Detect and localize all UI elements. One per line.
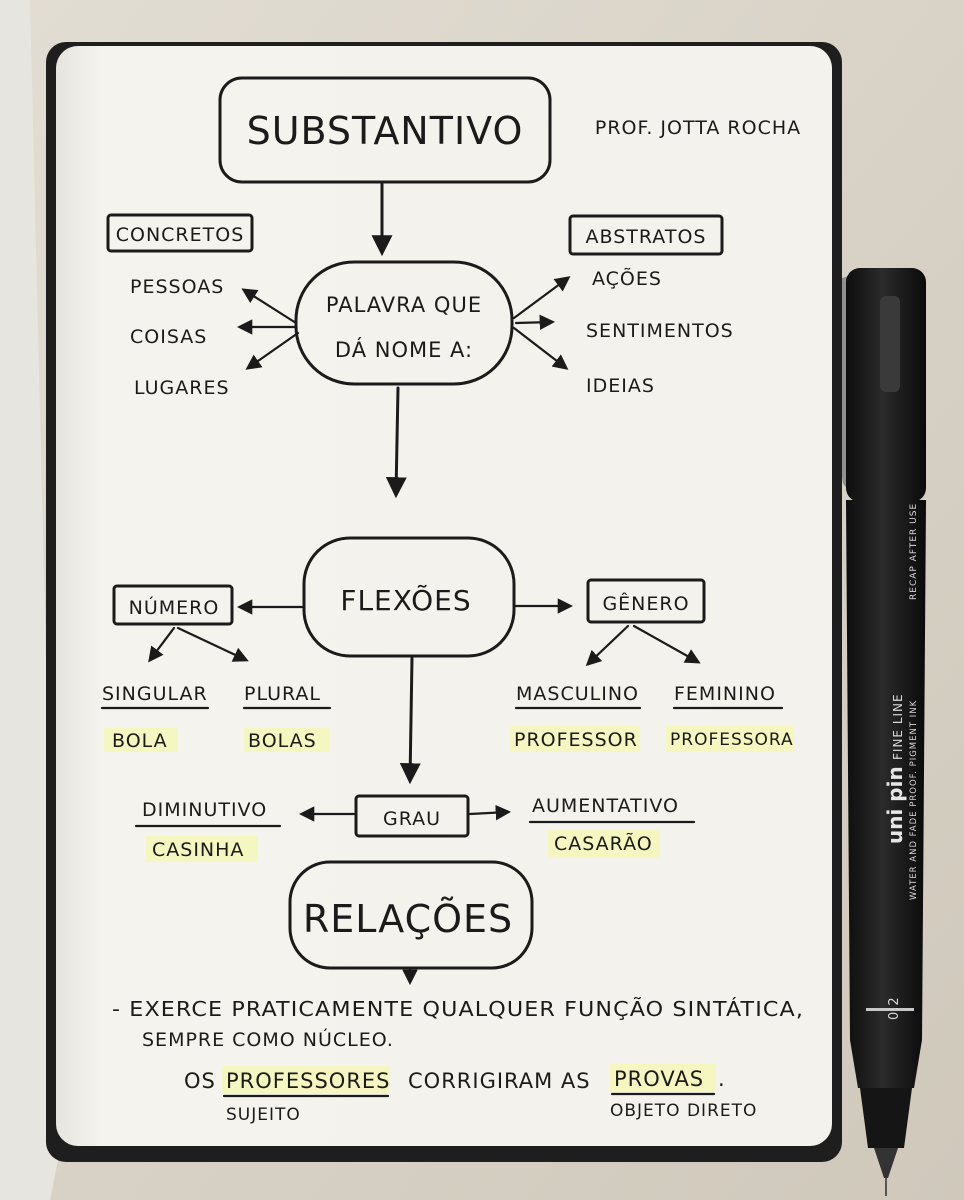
- numero-box: [112, 584, 234, 626]
- highlight-bola: [104, 728, 178, 752]
- title-text: SUBSTANTIVO: [247, 109, 524, 153]
- object-label: OBJETO DIRETO: [610, 1101, 757, 1121]
- abstratos-item-acoes: AÇÕES: [592, 267, 662, 290]
- arrow-definition-flexoes: [385, 386, 407, 499]
- arrow-to-ideias: [512, 326, 569, 370]
- arrow-to-singular: [148, 626, 176, 663]
- flexoes-box: [302, 536, 516, 658]
- pen-stripe: [866, 1008, 914, 1011]
- definition-line-2: DÁ NOME A:: [335, 337, 473, 362]
- concretos-item-coisas: COISAS: [130, 326, 207, 348]
- masculino-example: PROFESSOR: [514, 729, 638, 751]
- pen-cone: [874, 1148, 898, 1178]
- example-word-professores: PROFESSORES: [226, 1069, 391, 1093]
- arrow-to-masculino: [585, 624, 630, 667]
- arrow-to-feminino: [632, 624, 701, 664]
- arrow-to-plural: [176, 626, 249, 662]
- subject-label: SUJEITO: [226, 1105, 301, 1125]
- pen-brand: uni pin: [883, 766, 907, 844]
- arrow-to-lugares: [245, 331, 300, 370]
- relacoes-line-1: - EXERCE PRATICAMENTE QUALQUER FUNÇÃO SI…: [112, 997, 804, 1021]
- abstratos-box: [568, 214, 724, 256]
- highlight-casarao: [548, 830, 660, 858]
- genero-label: GÊNERO: [602, 592, 689, 615]
- relacoes-label: RELAÇÕES: [303, 897, 513, 941]
- aumentativo-example: CASARÃO: [554, 832, 653, 855]
- highlight-professores: [222, 1066, 390, 1094]
- relacoes-line-2: SEMPRE COMO NÚCLEO.: [142, 1027, 394, 1051]
- numero-label: NÚMERO: [129, 595, 220, 619]
- author-text: PROF. JOTTA ROCHA: [595, 117, 801, 139]
- pen-note-1: WATER AND FADE PROOF. PIGMENT INK: [909, 700, 919, 900]
- abstratos-label: ABSTRATOS: [586, 226, 707, 248]
- singular-label: SINGULAR: [102, 683, 208, 705]
- plural-label: PLURAL: [244, 683, 321, 705]
- pen-model: FINE LINE: [891, 693, 905, 760]
- grau-box: [354, 794, 470, 838]
- singular-example: BOLA: [112, 730, 168, 752]
- highlight-casinha: [146, 836, 258, 862]
- pen: 0.2 uni pin FINE LINE WATER AND FADE PRO…: [842, 268, 926, 1196]
- feminino-example: PROFESSORA: [670, 730, 794, 750]
- feminino-label: FEMININO: [674, 683, 776, 705]
- concretos-box: [106, 213, 254, 253]
- highlight-bolas: [244, 728, 330, 752]
- abstratos-item-sentimentos: SENTIMENTOS: [586, 320, 734, 342]
- definition-line-1: PALAVRA QUE: [326, 293, 482, 317]
- abstratos-item-ideias: IDEIAS: [586, 375, 655, 397]
- arrow-flexoes-grau: [399, 656, 421, 785]
- concretos-item-pessoas: PESSOAS: [130, 276, 224, 298]
- example-word-corrigiram: CORRIGIRAM AS: [408, 1069, 591, 1093]
- flexoes-label: FLEXÕES: [340, 583, 471, 617]
- example-word-provas: PROVAS: [614, 1067, 704, 1091]
- pen-grip: [860, 1088, 912, 1148]
- arrow-to-aumentativo: [468, 804, 512, 821]
- arrow-to-acoes: [512, 276, 571, 320]
- diminutivo-label: DIMINUTIVO: [142, 799, 267, 821]
- arrow-to-pessoas: [241, 288, 298, 325]
- title-box: [218, 76, 552, 184]
- highlight-professor: [510, 726, 640, 752]
- diminutivo-example: CASINHA: [152, 839, 244, 861]
- example-period: .: [718, 1067, 726, 1091]
- pen-note-2: RECAP AFTER USE: [909, 503, 919, 600]
- pen-size: 0.2: [887, 996, 902, 1020]
- concretos-label: CONCRETOS: [116, 224, 245, 246]
- concretos-item-lugares: LUGARES: [134, 377, 230, 399]
- left-page: [0, 0, 58, 1200]
- highlight-provas: [610, 1064, 716, 1092]
- example-word-os: OS: [184, 1069, 216, 1093]
- masculino-label: MASCULINO: [516, 683, 639, 705]
- plural-example: BOLAS: [248, 730, 317, 752]
- pen-cap-window: [880, 296, 900, 392]
- highlight-professora: [666, 726, 794, 752]
- arrow-to-sentimentos: [514, 314, 556, 331]
- pen-barrel: [846, 500, 926, 1088]
- genero-box: [586, 578, 706, 624]
- grau-label: GRAU: [383, 808, 441, 830]
- aumentativo-label: AUMENTATIVO: [532, 795, 679, 817]
